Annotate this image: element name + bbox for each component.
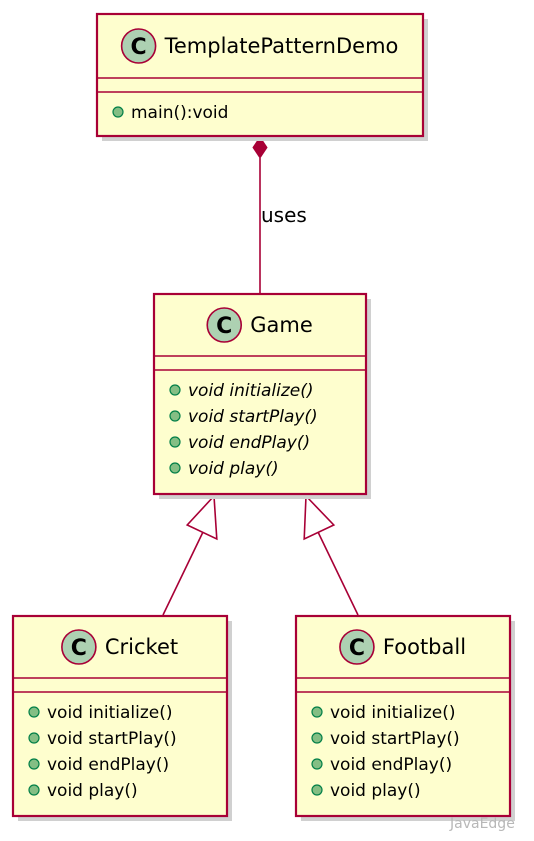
class-stereotype-letter: C [131, 35, 147, 60]
public-visibility-icon [28, 732, 40, 744]
class-member: void endPlay() [47, 755, 169, 775]
public-visibility-icon [311, 732, 323, 744]
class-name: Football [383, 635, 466, 659]
public-visibility-icon [169, 384, 181, 396]
class-stereotype-letter: C [349, 636, 365, 661]
class-box [294, 614, 512, 818]
class-member: void endPlay() [330, 755, 452, 775]
public-visibility-icon [311, 706, 323, 718]
public-visibility-icon [112, 106, 124, 118]
class-member: main():void [131, 103, 228, 123]
class-game: C Game void initialize() void startPlay() vo… [152, 292, 371, 499]
public-visibility-icon [169, 462, 181, 474]
relation-uses-label: uses [261, 203, 307, 227]
class-name: Game [250, 313, 313, 337]
class-member: void startPlay() [188, 407, 318, 427]
public-visibility-icon [28, 784, 40, 796]
public-visibility-icon [28, 706, 40, 718]
class-stereotype-letter: C [216, 314, 232, 339]
composition-diamond-icon [252, 136, 268, 159]
relation-cricket-game-line [162, 531, 204, 616]
class-cricket: C Cricket void initialize() void startPlay(… [11, 614, 232, 821]
class-template-pattern-demo: C TemplatePatternDemo main():void [95, 12, 428, 141]
class-member: void startPlay() [47, 729, 177, 749]
watermark-text: JavaEdge [449, 816, 515, 832]
public-visibility-icon [311, 758, 323, 770]
class-member: void play() [330, 781, 421, 801]
class-stereotype-icon [339, 629, 375, 665]
public-visibility-icon [28, 758, 40, 770]
relation-football-game [303, 494, 359, 616]
class-member: void initialize() [330, 703, 456, 723]
inheritance-arrow-icon [303, 494, 336, 541]
class-stereotype-icon [206, 307, 243, 343]
relation-cricket-game [162, 494, 218, 616]
public-visibility-icon [311, 784, 323, 796]
public-visibility-icon [169, 436, 181, 448]
class-member: void initialize() [188, 381, 314, 401]
class-name: TemplatePatternDemo [164, 34, 399, 58]
public-visibility-icon [169, 410, 181, 422]
class-football: C Football void initialize() void startPlay… [294, 614, 515, 821]
class-box [152, 292, 368, 496]
class-member: void play() [188, 459, 279, 479]
class-member: void play() [47, 781, 138, 801]
class-stereotype-icon [61, 629, 97, 665]
class-member: void startPlay() [330, 729, 460, 749]
relation-uses: uses [252, 136, 307, 295]
class-stereotype-icon [120, 28, 157, 64]
class-name: Cricket [105, 635, 178, 659]
class-stereotype-letter: C [71, 636, 87, 661]
relation-football-game-line [317, 531, 359, 616]
class-box [11, 614, 229, 818]
inheritance-arrow-icon [185, 494, 218, 541]
class-member: void initialize() [47, 703, 173, 723]
class-member: void endPlay() [188, 433, 310, 453]
